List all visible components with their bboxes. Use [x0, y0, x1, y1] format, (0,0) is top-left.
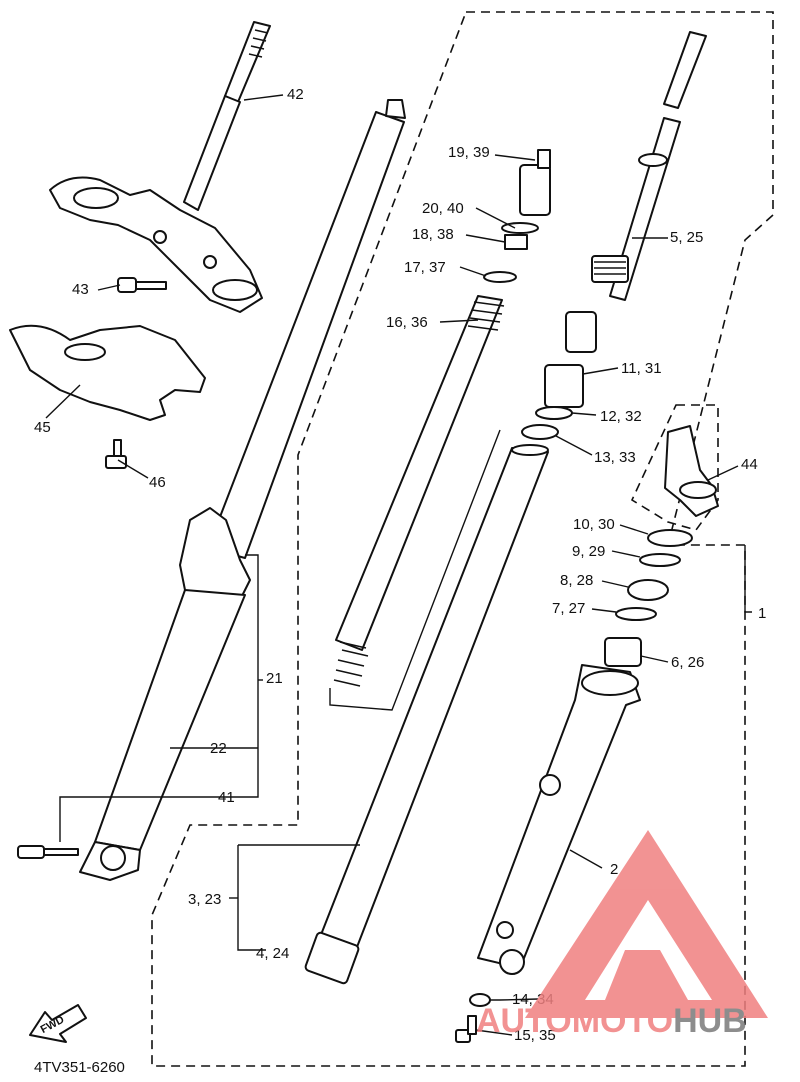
outer-tube	[477, 664, 641, 975]
bolt-43	[117, 277, 167, 293]
steering-stem	[49, 21, 271, 313]
label-11-31: 11, 31	[621, 360, 662, 377]
label-5-25: 5, 25	[670, 229, 703, 246]
label-12-32: 12, 32	[600, 408, 642, 425]
label-22: 22	[210, 740, 227, 757]
dashed-outline-kit	[630, 404, 719, 531]
label-44: 44	[741, 456, 758, 473]
protector-ring	[679, 481, 717, 499]
label-42: 42	[287, 86, 304, 103]
label-46: 46	[149, 474, 166, 491]
headlight-bracket	[9, 324, 206, 421]
fork-spring	[329, 295, 505, 711]
bolt-15	[455, 1015, 477, 1043]
svg-text:AUTOMOTOHUB: AUTOMOTOHUB	[476, 1002, 747, 1040]
label-15-35: 15, 35	[514, 1027, 556, 1044]
label-18-38: 18, 38	[412, 226, 454, 243]
fwd-arrow-icon: FWD	[29, 1004, 87, 1043]
label-13-33: 13, 33	[594, 449, 636, 466]
label-10-30: 10, 30	[573, 516, 615, 533]
bracket-hole	[64, 343, 106, 361]
label-9-29: 9, 29	[572, 543, 605, 560]
bolt-46	[105, 439, 127, 469]
label-20-40: 20, 40	[422, 200, 464, 217]
cap-bolt	[483, 149, 551, 283]
label-41: 41	[218, 789, 235, 806]
label-45: 45	[34, 419, 51, 436]
label-8-28: 8, 28	[560, 572, 593, 589]
label-7-27: 7, 27	[552, 600, 585, 617]
label-21: 21	[266, 670, 283, 687]
watermark-logo: AUTOMOTOHUB	[476, 830, 768, 1040]
label-6-26: 6, 26	[671, 654, 704, 671]
label-2: 2	[610, 861, 618, 878]
watermark-moto: MOTO	[572, 1002, 673, 1040]
watermark-auto: AUTO	[476, 1002, 572, 1040]
fork-protector	[664, 425, 719, 517]
label-17-37: 17, 37	[404, 259, 446, 276]
label-1: 1	[758, 605, 766, 622]
seal-stack	[521, 364, 693, 667]
dashed-outline-group	[151, 11, 774, 1067]
damper-rod	[565, 31, 707, 353]
label-3-23: 3, 23	[188, 891, 221, 908]
watermark-triangle-icon	[525, 830, 768, 1018]
label-19-39: 19, 39	[448, 144, 490, 161]
inner-tube	[304, 444, 549, 985]
watermark-hub: HUB	[673, 1002, 747, 1040]
label-43: 43	[72, 281, 89, 298]
label-16-36: 16, 36	[386, 314, 428, 331]
diagram-code: 4TV351-6260	[34, 1059, 125, 1076]
label-4-24: 4, 24	[256, 945, 289, 962]
leader-lines	[45, 94, 752, 1036]
fork-assembly-left	[17, 99, 406, 881]
